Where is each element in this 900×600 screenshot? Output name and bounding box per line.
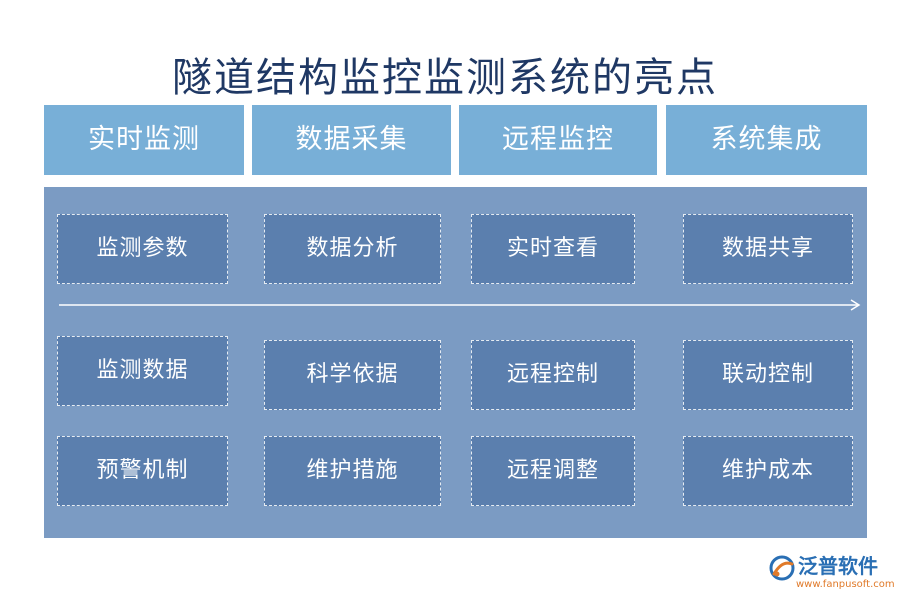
- cell-realtime-view: 实时查看: [471, 214, 635, 284]
- cell-maintenance-cost: 维护成本: [683, 436, 853, 506]
- cell-monitoring-data: 监测数据: [57, 336, 228, 406]
- fanpu-logo-icon: [769, 555, 795, 581]
- header-remote-monitoring: 远程监控: [459, 105, 657, 175]
- cell-monitoring-parameters: 监测参数: [57, 214, 228, 284]
- header-realtime-monitoring: 实时监测: [44, 105, 244, 175]
- cell-early-warning: 预警机制: [57, 436, 228, 506]
- cell-remote-control: 远程控制: [471, 340, 635, 410]
- header-system-integration: 系统集成: [666, 105, 867, 175]
- cell-linkage-control: 联动控制: [683, 340, 853, 410]
- brand-logo: 泛普软件 www.fanpusoft.com: [768, 552, 896, 596]
- cell-data-sharing: 数据共享: [683, 214, 853, 284]
- cell-remote-adjustment: 远程调整: [471, 436, 635, 506]
- cell-data-analysis: 数据分析: [264, 214, 441, 284]
- cell-scientific-basis: 科学依据: [264, 340, 441, 410]
- brand-url: www.fanpusoft.com: [796, 579, 895, 590]
- flow-arrow-icon: [59, 299, 861, 311]
- brand-name: 泛普软件: [798, 554, 878, 578]
- header-data-collection: 数据采集: [252, 105, 451, 175]
- cell-maintenance-measures: 维护措施: [264, 436, 441, 506]
- page-title: 隧道结构监控监测系统的亮点: [172, 55, 718, 101]
